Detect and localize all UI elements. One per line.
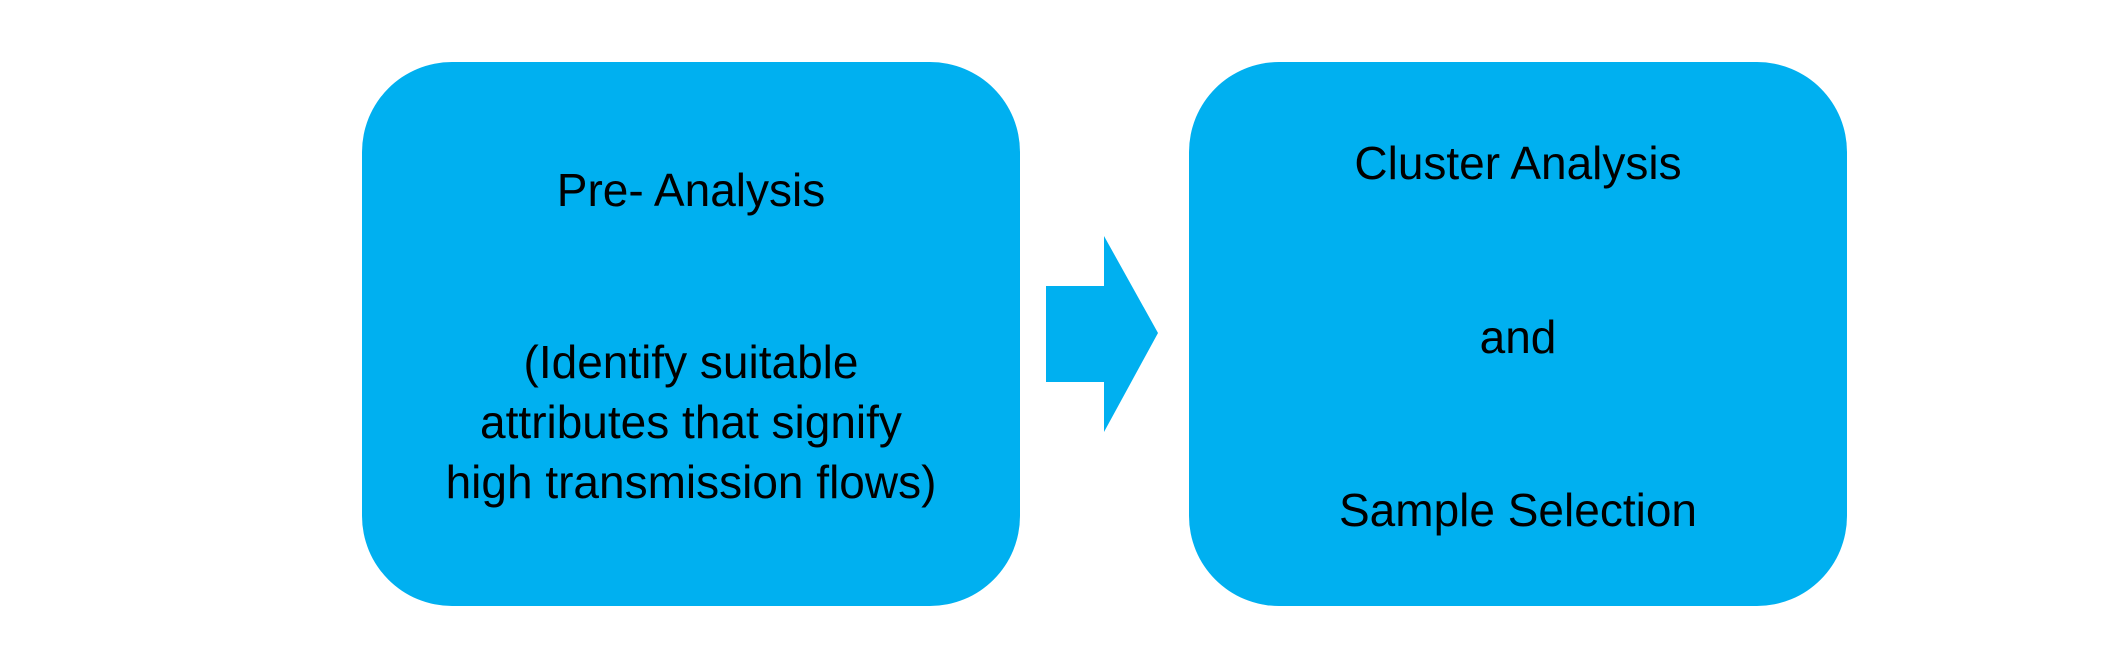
- cluster-analysis-line-1: Cluster Analysis: [1354, 137, 1682, 189]
- arrow-shape: [1046, 236, 1158, 432]
- cluster-analysis-box: Cluster Analysis and Sample Selection: [1189, 62, 1847, 606]
- pre-analysis-description-line-3: high transmission flows): [445, 456, 937, 508]
- pre-analysis-description-line-1: (Identify suitable: [523, 336, 859, 388]
- cluster-analysis-line-3: Sample Selection: [1339, 484, 1697, 536]
- pre-analysis-title: Pre- Analysis: [556, 164, 826, 216]
- cluster-analysis-line-2: and: [1479, 311, 1557, 363]
- right-arrow-icon: [1046, 236, 1158, 432]
- pre-analysis-box: Pre- Analysis (Identify suitable attribu…: [362, 62, 1020, 606]
- pre-analysis-description-line-2: attributes that signify: [480, 396, 902, 448]
